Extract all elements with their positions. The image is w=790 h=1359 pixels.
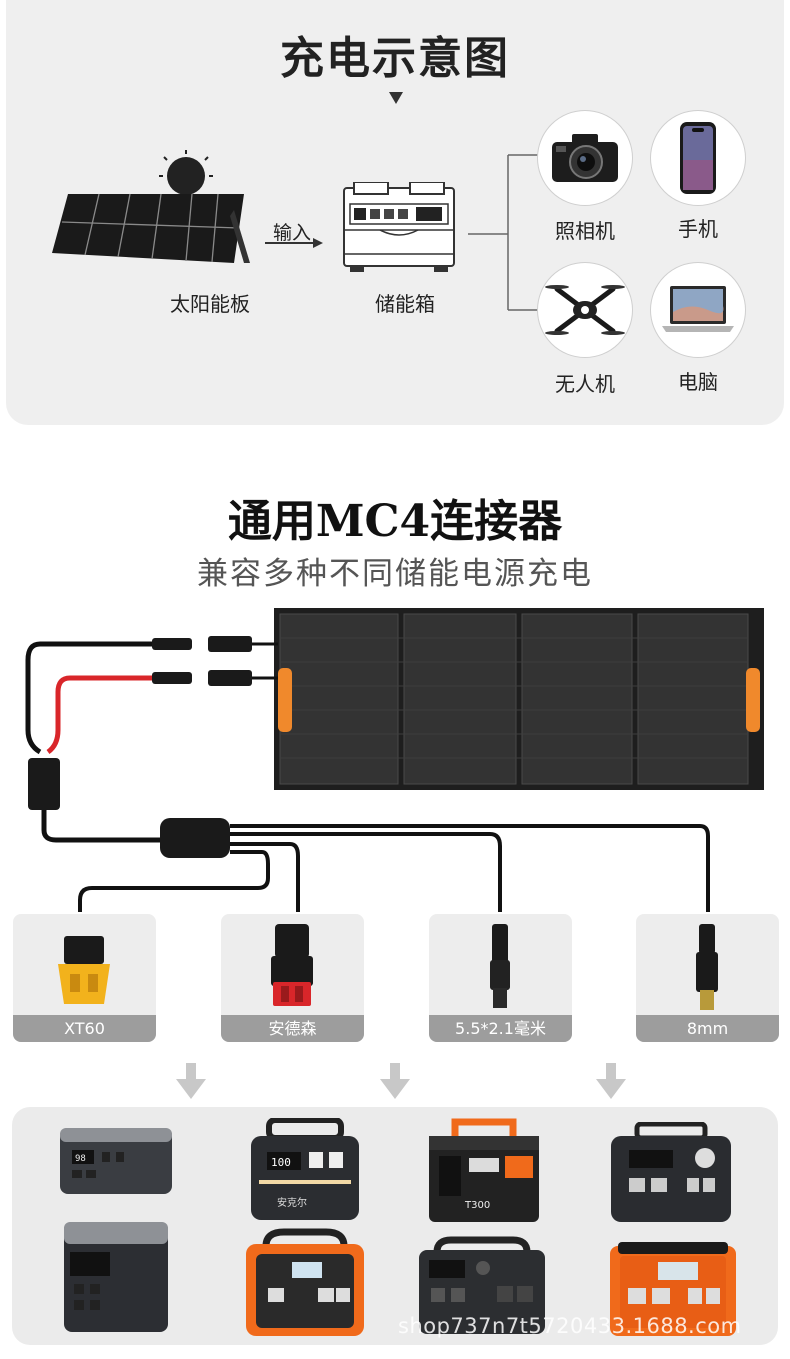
branch-connector-lines <box>468 154 540 311</box>
charging-diagram-title: 充电示意图 <box>280 33 510 84</box>
connector-card-anderson: 安德森 <box>221 914 364 1042</box>
connector-label-xt60: XT60 <box>13 1015 156 1042</box>
solar-panel-label: 太阳能板 <box>170 292 250 316</box>
mc4-connector-red <box>152 670 278 686</box>
power-station-product-4 <box>611 1122 731 1222</box>
camera-label: 照相机 <box>555 219 615 243</box>
shop-watermark: shop737n7t5720433.1688.com <box>398 1314 742 1338</box>
laptop-label: 电脑 <box>678 370 718 394</box>
foldable-solar-panel <box>274 608 764 790</box>
xt60-connector-icon <box>58 936 110 1004</box>
laptop-icon <box>662 286 734 332</box>
connector-card-xt60: XT60 <box>13 914 156 1042</box>
drone-device <box>537 262 633 358</box>
connector-label-dc55: 5.5*2.1毫米 <box>429 1015 572 1042</box>
mc4-connector-black <box>152 636 278 652</box>
mc4-connector-title: 通用MC4连接器 <box>227 496 563 547</box>
arrow-down-icon <box>176 1063 206 1099</box>
arrow-down-icon <box>389 92 403 104</box>
drone-icon <box>545 285 625 335</box>
power-station-product-2: 100 安克尔 <box>251 1118 359 1220</box>
anderson-connector-icon <box>271 924 313 1006</box>
dc-barrel-connector-icon <box>490 924 510 1008</box>
power-station-product-7 <box>419 1236 545 1334</box>
svg-text:100: 100 <box>271 1156 291 1169</box>
camera-icon <box>552 134 618 182</box>
arrow-right-icon <box>265 238 323 248</box>
drone-label: 无人机 <box>555 372 615 396</box>
station-brand-label: 安克尔 <box>277 1196 307 1209</box>
power-station-product-5 <box>64 1222 168 1332</box>
connector-label-anderson: 安德森 <box>221 1015 364 1042</box>
phone-device <box>650 110 746 206</box>
phone-label: 手机 <box>678 217 718 241</box>
svg-text:98: 98 <box>75 1154 86 1164</box>
power-station-product-1: 98 <box>60 1128 172 1194</box>
left-handle <box>278 668 292 732</box>
8mm-connector-icon <box>696 924 718 1010</box>
power-station-product-8 <box>610 1242 736 1336</box>
right-handle <box>746 668 760 732</box>
sun-icon <box>159 150 213 195</box>
connector-card-dc55: 5.5*2.1毫米 <box>429 914 572 1042</box>
arrow-down-icon <box>380 1063 410 1099</box>
power-station-product-3: T300 <box>429 1118 539 1222</box>
power-station-product-6 <box>246 1228 364 1336</box>
phone-icon <box>680 122 716 194</box>
connector-label-8mm: 8mm <box>636 1015 779 1042</box>
arrow-down-icon <box>596 1063 626 1099</box>
storage-box-label: 储能箱 <box>375 292 435 316</box>
connector-card-8mm: 8mm <box>636 914 779 1042</box>
cable-harness <box>25 636 710 912</box>
solar-panel-illustration <box>52 150 250 263</box>
mc4-connector-subtitle: 兼容多种不同储能电源充电 <box>197 556 593 592</box>
input-label: 输入 <box>272 222 311 244</box>
power-station-icon <box>343 182 455 272</box>
camera-device <box>537 110 633 206</box>
laptop-device <box>650 262 746 358</box>
station-model-label: T300 <box>464 1200 490 1211</box>
